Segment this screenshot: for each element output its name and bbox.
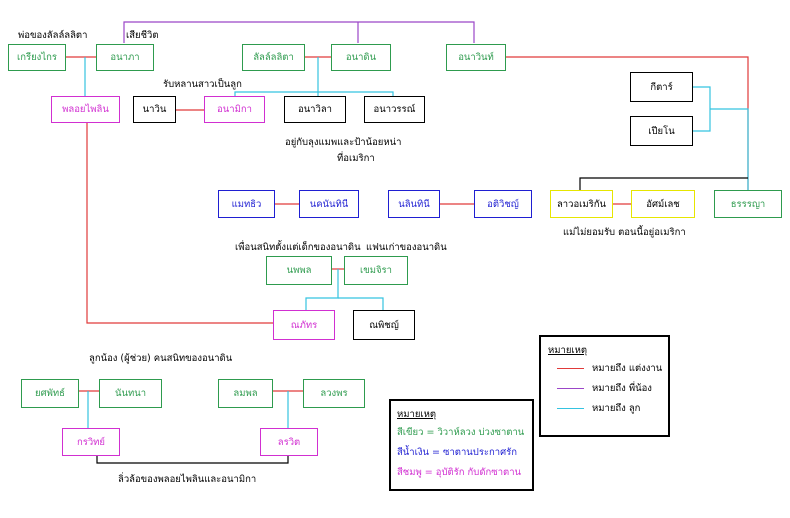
legend-colors: หมายเหตุ สีเขียว = วิวาห์ลวง บ่วงซาตาน ส… xyxy=(389,399,534,491)
child-lines xyxy=(84,57,749,428)
person-nipat: ณภัทร xyxy=(273,310,335,340)
person-korawit: กรวิทย์ xyxy=(62,428,120,456)
note-deceased: เสียชีวิต xyxy=(126,30,159,41)
person-anawin: อนาวินท์ xyxy=(446,44,506,71)
note-henchmen: ลิ่วล้อของพลอยไพลินและอนามิกา xyxy=(118,474,257,485)
person-yotsapat: ยศพัทธ์ xyxy=(21,379,79,408)
legend-blue-label: สีน้ำเงิน = ซาตานประกาศรัก xyxy=(397,447,517,458)
person-kriengkrai: เกรียงไกร xyxy=(8,44,66,71)
note-ex-girlfriend: แฟนเก่าของอนาดิน xyxy=(366,242,447,253)
person-thanwanya: ธรรรญา xyxy=(714,190,782,218)
note-mother-rejects: แม่ไม่ยอมรับ ตอนนี้อยู่อเมริกา xyxy=(563,227,686,238)
person-maehew: แมทธิว xyxy=(218,190,275,218)
person-anawila: อนาวิลา xyxy=(284,96,346,123)
note-childhood-friend: เพื่อนสนิทตั้งแต่เด็กของอนาดิน xyxy=(235,242,361,253)
legend-marriage-line xyxy=(557,368,584,369)
sibling-lines xyxy=(123,21,475,43)
person-anadin: อนาดิน xyxy=(331,44,391,71)
note-assistant: ลูกน้อง (ผู้ช่วย) คนสนิทของอนาดิน xyxy=(89,353,233,364)
note-in-america: ที่อเมริกา xyxy=(337,153,375,164)
note-lives-with-uncle: อยู่กับลุงแมพและป้าน้อยหน่า xyxy=(285,137,402,148)
person-nakunthinee: นคนันทินี xyxy=(299,190,359,218)
person-noppol: นพพล xyxy=(266,256,332,285)
person-atsalet: อัศม์เลช xyxy=(631,190,695,218)
person-nawin: นาวิน xyxy=(133,96,176,123)
person-lompol: ลมพล xyxy=(218,379,273,408)
person-guitar: กีตาร์ xyxy=(630,72,693,102)
legend-green-label: สีเขียว = วิวาห์ลวง บ่วงซาตาน xyxy=(397,427,525,438)
person-piano: เปียโน xyxy=(630,116,693,146)
person-atiwich: อติวิชญ์ xyxy=(474,190,532,218)
legend-lines-title: หมายเหตุ xyxy=(548,345,588,356)
legend-marriage-label: หมายถึง แต่งงาน xyxy=(592,363,663,374)
note-father-of-latlalita: พ่อของลัลล์ลลิตา xyxy=(18,30,88,41)
person-lawmaekan: ลาวอเมริกัน xyxy=(550,190,613,218)
person-ploypailin: พลอยไพลิน xyxy=(51,96,120,123)
person-nanthana: นันทนา xyxy=(99,379,162,408)
person-latlalita: ลัลล์ลลิตา xyxy=(242,44,305,71)
note-adopted-niece: รับหลานสาวเป็นลูก xyxy=(163,79,242,90)
person-anapha: อนาภา xyxy=(96,44,154,71)
legend-child-label: หมายถึง ลูก xyxy=(592,403,641,414)
person-nipit: ณพิชญ์ xyxy=(353,310,415,340)
legend-colors-title: หมายเหตุ xyxy=(397,409,437,420)
person-nalinthinee: นลินทินี xyxy=(388,190,440,218)
person-anamika: อนามิกา xyxy=(204,96,265,123)
person-luangporn: ลวงพร xyxy=(303,379,365,408)
legend-sibling-label: หมายถึง พี่น้อง xyxy=(592,383,652,394)
person-anawaran: อนาวรรณ์ xyxy=(364,96,425,123)
legend-pink-label: สีชมพู = อุบัติรัก กับดักซาตาน xyxy=(397,467,522,478)
legend-sibling-line xyxy=(557,388,584,389)
legend-lines: หมายเหตุ หมายถึง แต่งงาน หมายถึง พี่น้อง… xyxy=(539,335,670,437)
legend-child-line xyxy=(557,408,584,409)
person-khemjira: เขมจิรา xyxy=(344,256,408,285)
person-lawit: ลรวิต xyxy=(260,428,318,456)
group-lines xyxy=(96,177,748,464)
